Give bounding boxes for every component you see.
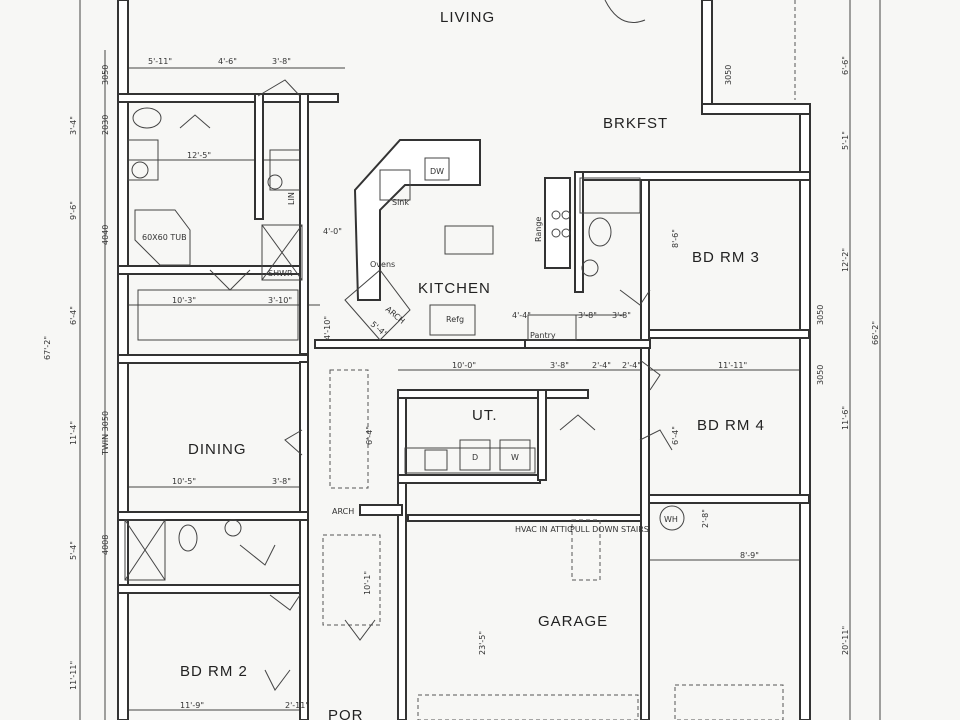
dim-10: 3'-8" [550, 361, 569, 370]
room-bd-rm-4: BD RM 4 [697, 417, 765, 434]
room-bd-rm-2: BD RM 2 [180, 663, 248, 680]
label-hvac: HVAC IN ATTIC [515, 525, 573, 534]
dim-right-1: 6'-6" [841, 56, 850, 75]
dim-7: 10'-5" [172, 477, 196, 486]
dim-16: 2'-11" [285, 701, 309, 710]
bath-fixtures [124, 107, 685, 581]
dim-right-4: 66'-2" [871, 321, 880, 345]
room-brkfst: BRKFST [603, 115, 668, 132]
dim-left-3: 6'-4" [69, 306, 78, 325]
dashed-outlines [322, 0, 796, 720]
room-ut: UT. [472, 407, 498, 424]
dim-13: 11'-11" [718, 361, 747, 370]
walls [117, 0, 811, 720]
window-4008: 4008 [101, 535, 110, 555]
dim-1: 5'-11" [148, 57, 172, 66]
dim-left-2: 9'-6" [69, 201, 78, 220]
window-3050-c: 3050 [816, 305, 825, 325]
dim-11: 2'-4" [592, 361, 611, 370]
dim-bd3-height: 8'-6" [671, 229, 680, 248]
room-kitchen: KITCHEN [418, 280, 491, 297]
room-garage: GARAGE [538, 613, 608, 630]
room-living: LIVING [440, 9, 495, 26]
label-shwr: SHWR [268, 269, 293, 278]
dim-18: 5'-4" [369, 320, 389, 339]
utility-fixtures [404, 439, 536, 474]
dim-6: 3'-10" [268, 296, 292, 305]
window-2030: 2030 [101, 115, 110, 135]
dim-right-6: 20'-11" [841, 626, 850, 655]
dim-15: 11'-9" [180, 701, 204, 710]
label-dryer: D [472, 453, 478, 462]
label-range: Range [534, 217, 543, 242]
dim-24: 10'-1" [363, 571, 372, 595]
dim-left-4: 67'-2" [43, 336, 52, 360]
dim-19: 4'-10" [323, 316, 332, 340]
label-tub: 60X60 TUB [142, 233, 187, 242]
label-arch-hall: ARCH [332, 507, 354, 516]
dim-right-5: 11'-6" [841, 406, 850, 430]
dim-left-6: 5'-4" [69, 541, 78, 560]
dim-12: 2'-4" [622, 361, 641, 370]
dim-20: 4'-4" [512, 311, 531, 320]
dim-5: 10'-3" [172, 296, 196, 305]
doors [179, 0, 673, 691]
dim-4: 12'-5" [187, 151, 211, 160]
label-wh: WH [664, 515, 678, 524]
dim-3: 3'-8" [272, 57, 291, 66]
dim-25: 23'-5" [478, 631, 487, 655]
label-ovens: Ovens [370, 260, 395, 269]
label-washer: W [511, 453, 519, 462]
window-3050-a: 3050 [101, 65, 110, 85]
dim-left-5: 11'-4" [69, 421, 78, 445]
dim-23: 6'-4" [365, 426, 374, 445]
dim-17: 4'-0" [323, 227, 342, 236]
label-arch-kitchen: ARCH [384, 305, 407, 326]
room-por: POR [328, 707, 364, 720]
dim-left-1: 3'-4" [69, 116, 78, 135]
window-3050-b: 3050 [724, 65, 733, 85]
kitchen-fixtures [344, 139, 577, 341]
room-bd-rm-3: BD RM 3 [692, 249, 760, 266]
dim-left-7: 11'-11" [69, 661, 78, 690]
window-4040: 4040 [101, 225, 110, 245]
window-twin-3050: TWIN 3050 [101, 411, 110, 456]
label-pantry: Pantry [530, 331, 556, 340]
dim-22: 3'-8" [612, 311, 631, 320]
dim-14: 8'-9" [740, 551, 759, 560]
label-dw: DW [430, 167, 444, 176]
dim-right-3: 12'-2" [841, 248, 850, 272]
window-3050-d: 3050 [816, 365, 825, 385]
label-lin: LIN [287, 192, 296, 205]
label-sink: Sink [392, 198, 409, 207]
dim-2: 4'-6" [218, 57, 237, 66]
dim-21: 3'-8" [578, 311, 597, 320]
dim-9: 10'-0" [452, 361, 476, 370]
dim-bd4-closet: 6'-4" [671, 426, 680, 445]
label-pull-down: PULL DOWN STAIRS [570, 525, 649, 534]
dim-wh-closet: 2'-8" [701, 509, 710, 528]
dim-right-2: 5'-1" [841, 131, 850, 150]
label-refg: Refg [446, 315, 464, 324]
dim-8: 3'-8" [272, 477, 291, 486]
room-dining: DINING [188, 441, 247, 458]
